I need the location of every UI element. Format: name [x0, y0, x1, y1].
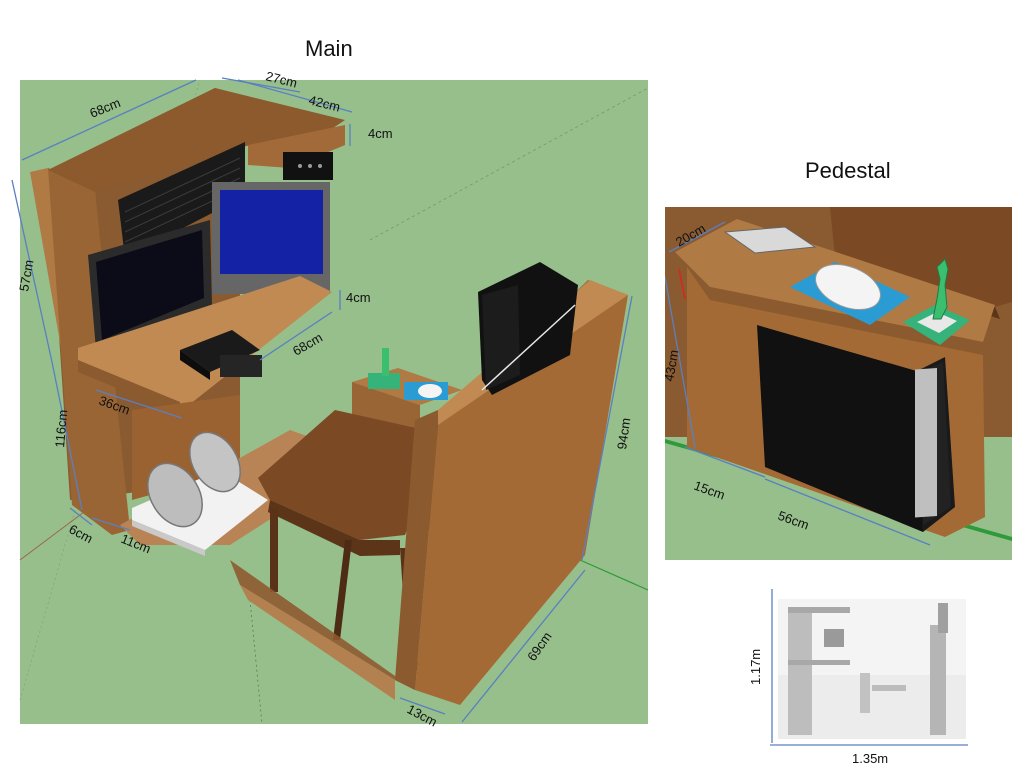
pc-tower-silver-strip [915, 367, 937, 518]
overview-pedestal [860, 673, 870, 713]
dim-shelf-36: 36cm [97, 393, 132, 418]
pedal-right [189, 431, 241, 493]
pedestal-dimension-lines [665, 221, 931, 546]
base-panel [230, 560, 415, 690]
overview-dim-height: 1.17m [748, 649, 763, 685]
right-tower-front [415, 280, 628, 705]
joystick-stick [932, 258, 949, 320]
pc-tower-front [757, 325, 923, 532]
desktop-box-front [180, 350, 210, 380]
overview-monitor [824, 629, 844, 647]
dim-foot-11: 11cm [119, 531, 153, 556]
middle-shelf-edge [78, 360, 180, 414]
dim-height-94: 94cm [614, 417, 633, 451]
dim-base-13: 13cm [405, 701, 440, 729]
mini-joystick-base [368, 373, 400, 389]
ground-axis-line [249, 599, 263, 725]
mount-bracket [220, 355, 262, 377]
dim-shelf-68: 68cm [290, 330, 325, 359]
pedal-left [147, 462, 203, 528]
mouse-device [815, 264, 881, 310]
chair-seat-background [830, 207, 1012, 307]
dim-height-116: 116cm [52, 409, 70, 448]
dim-depth-69: 69cm [524, 629, 555, 664]
pedestal-view: 20cm 43cm 15cm 56cm [665, 207, 1012, 560]
dim-thickness-4-top: 4cm [368, 126, 393, 141]
top-shelf [48, 88, 345, 192]
top-shelf-edge [248, 125, 345, 168]
pedestal-top-edge [710, 287, 983, 355]
headrest-strut [481, 304, 576, 391]
right-monitor-screen [220, 190, 323, 274]
mini-joystick-stick [382, 348, 389, 376]
pedestal-dim-height-43: 43cm [665, 349, 681, 383]
dimension-lines [11, 77, 633, 723]
chair-leg [333, 540, 352, 640]
overview-middle-shelf [788, 660, 850, 665]
pedestal-view-title: Pedestal [805, 158, 891, 183]
overview-thumbnail: 1.17m 1.35m [748, 589, 968, 765]
dim-width-68: 68cm [88, 95, 123, 121]
overview-chair [872, 685, 906, 691]
ground-axis-line [579, 559, 649, 591]
chair-leg [270, 508, 278, 592]
overview-right-tower [930, 625, 946, 735]
main-view-title: Main [305, 36, 353, 61]
desktop-box [180, 330, 260, 372]
dim-thickness-4-mid: 4cm [346, 290, 371, 305]
chair-seat [258, 410, 430, 540]
overview-dim-width: 1.35m [852, 751, 888, 765]
left-monitor-screen [96, 230, 204, 340]
dim-depth-27: 27cm [264, 68, 298, 90]
pedal-base-edge [132, 520, 205, 556]
dim-foot-6: 6cm [67, 521, 96, 546]
chair-seat-front [268, 500, 400, 556]
pedestal-slot [723, 226, 817, 254]
overview-top-shelf [788, 607, 850, 613]
base-panel-lower [240, 585, 395, 700]
ground-axis-line [369, 87, 649, 241]
dim-depth-42: 42cm [307, 92, 341, 114]
overview-left-tower [788, 607, 812, 735]
right-tower-side [395, 410, 438, 690]
joystick-plate [917, 312, 957, 333]
dim-height-57: 57cm [16, 259, 36, 293]
mini-mouse [418, 384, 442, 398]
overview-headrest [938, 603, 948, 633]
